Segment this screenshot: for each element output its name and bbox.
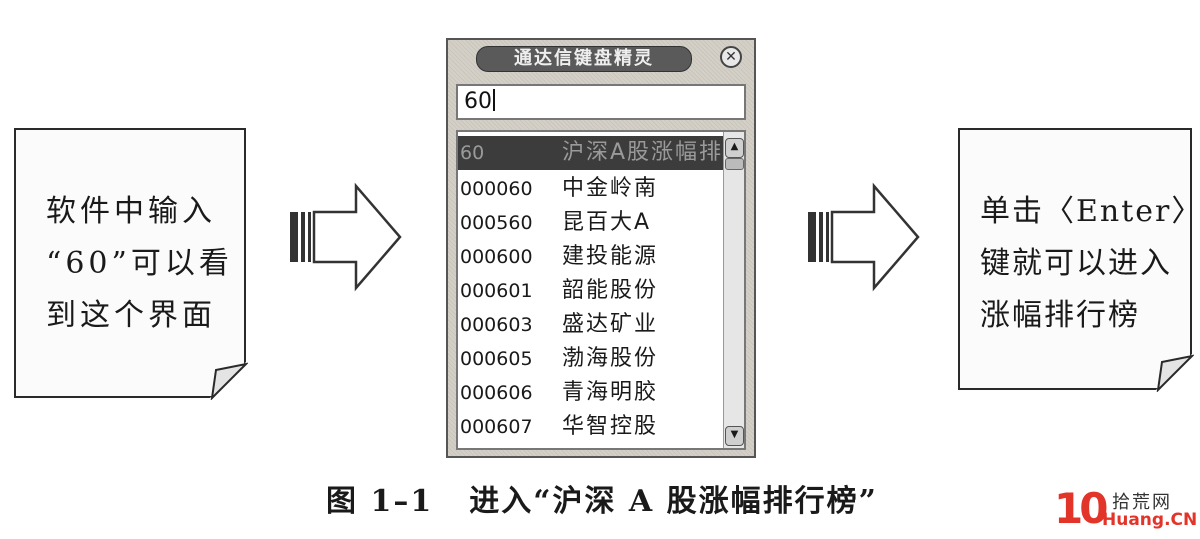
list-item[interactable]: 000060 中金岭南 xyxy=(458,172,726,206)
list-item[interactable]: 000603 盛达矿业 xyxy=(458,308,726,342)
item-name: 青海明胶 xyxy=(562,380,659,405)
list-item[interactable]: 000607 华智控股 xyxy=(458,410,726,444)
left-note-text: 软件中输入 “60”可以看 到这个界面 xyxy=(46,186,233,342)
item-code: 000607 xyxy=(460,416,533,438)
keyboard-wizard-window: 通达信键盘精灵 ✕ 60 60 沪深A股涨幅排 000060 中金岭南 0005… xyxy=(446,38,756,458)
item-name: 建投能源 xyxy=(562,244,659,269)
text-caret xyxy=(493,89,495,111)
list-item-selected[interactable]: 60 沪深A股涨幅排 xyxy=(458,136,726,170)
item-code: 60 xyxy=(460,142,485,164)
arrow-right-icon xyxy=(808,182,920,292)
figure-caption: 图 1–1 进入“沪深 A 股涨幅排行榜” xyxy=(326,476,878,520)
left-note-line: 到这个界面 xyxy=(46,298,216,333)
right-note-line: 涨幅排行榜 xyxy=(980,298,1140,333)
list-item[interactable]: 000605 渤海股份 xyxy=(458,342,726,376)
right-note-box: 单击〈Enter〉 键就可以进入 涨幅排行榜 xyxy=(958,128,1192,390)
right-note-text: 单击〈Enter〉 键就可以进入 涨幅排行榜 xyxy=(980,186,1200,342)
item-code: 000606 xyxy=(460,382,533,404)
vertical-scrollbar[interactable]: ▲ ▼ xyxy=(723,132,744,448)
item-code: 000605 xyxy=(460,348,533,370)
window-title: 通达信键盘精灵 xyxy=(476,46,692,72)
figure-title: 进入“沪深 A 股涨幅排行榜” xyxy=(469,484,878,519)
item-name: 盛达矿业 xyxy=(562,312,659,337)
scroll-down-icon[interactable]: ▼ xyxy=(725,426,744,446)
item-name: 昆百大A xyxy=(562,210,652,235)
close-icon[interactable]: ✕ xyxy=(720,46,742,68)
watermark-domain: Huang.CN xyxy=(1102,510,1198,530)
watermark-site-name: 拾荒网 xyxy=(1112,492,1172,513)
list-item[interactable]: 000600 建投能源 xyxy=(458,240,726,274)
item-name: 沪深A股涨幅排 xyxy=(562,140,724,165)
scrollbar-thumb[interactable] xyxy=(725,158,744,170)
item-code: 000560 xyxy=(460,212,533,234)
list-item[interactable]: 000560 昆百大A xyxy=(458,206,726,240)
figure-number: 图 1–1 xyxy=(326,484,434,519)
left-note-line: “60”可以看 xyxy=(46,246,233,281)
item-name: 渤海股份 xyxy=(562,346,659,371)
item-name: 中金岭南 xyxy=(562,176,659,201)
right-note-line: 键就可以进入 xyxy=(980,246,1172,281)
item-code: 000601 xyxy=(460,280,533,302)
item-code: 000603 xyxy=(460,314,533,336)
watermark-logo-mark: 10 xyxy=(1054,484,1108,533)
arrow-right-icon xyxy=(290,182,402,292)
search-input[interactable]: 60 xyxy=(456,84,746,120)
item-code: 000600 xyxy=(460,246,533,268)
watermark-logo: 10 拾荒网 Huang.CN xyxy=(1054,484,1198,533)
search-input-value: 60 xyxy=(464,89,492,114)
item-name: 华智控股 xyxy=(562,414,659,439)
results-list[interactable]: 60 沪深A股涨幅排 000060 中金岭南 000560 昆百大A 00060… xyxy=(456,130,746,450)
scroll-up-icon[interactable]: ▲ xyxy=(725,138,744,158)
item-code: 000060 xyxy=(460,178,533,200)
list-item[interactable]: 000601 韶能股份 xyxy=(458,274,726,308)
item-name: 韶能股份 xyxy=(562,278,659,303)
left-note-line: 软件中输入 xyxy=(46,194,216,229)
window-titlebar[interactable]: 通达信键盘精灵 ✕ xyxy=(448,40,754,76)
right-note-line: 单击〈Enter〉 xyxy=(980,194,1200,229)
left-note-box: 软件中输入 “60”可以看 到这个界面 xyxy=(14,128,246,398)
list-item[interactable]: 000606 青海明胶 xyxy=(458,376,726,410)
